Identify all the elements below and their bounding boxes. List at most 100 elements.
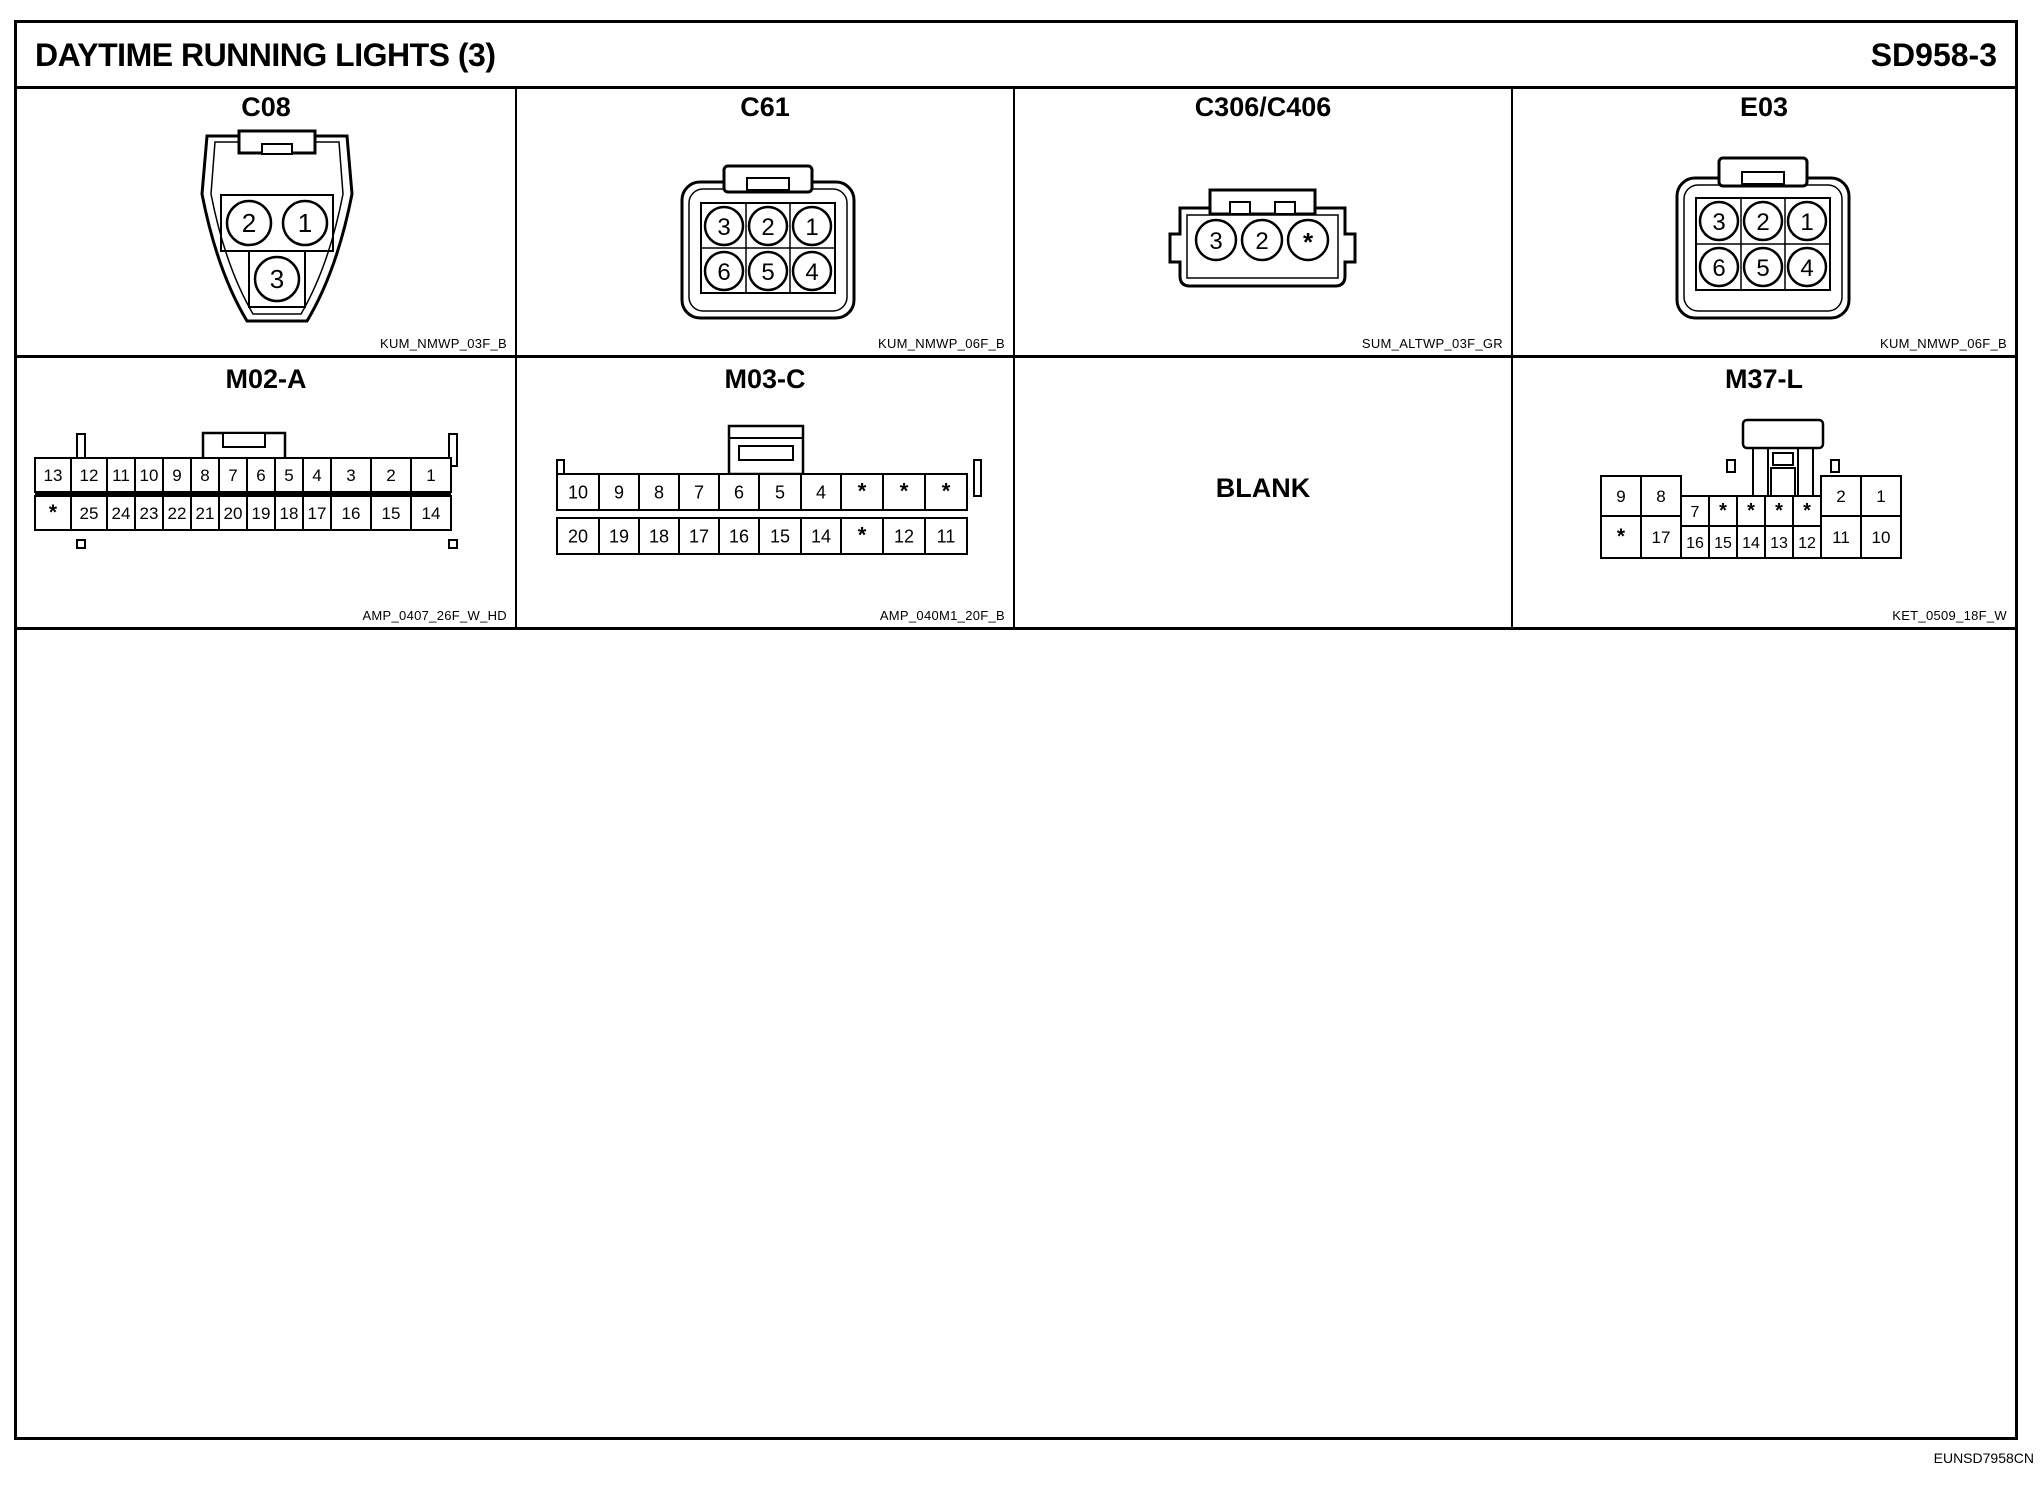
connector-c08-face: 2 1 3 [200, 129, 354, 323]
pin-cell [134, 457, 164, 493]
c08-latch-notch [261, 143, 293, 155]
pin-label: 11 [1832, 528, 1850, 547]
pin-label: 6 [256, 466, 265, 485]
pin-label: 9 [1616, 487, 1625, 506]
pin-cell [1708, 525, 1738, 559]
c61-pin-5 [747, 250, 789, 292]
pin-label: * [1803, 500, 1811, 522]
c61-pin-4 [791, 250, 833, 292]
pin-cell [34, 495, 72, 531]
pin-label: 1 [298, 208, 312, 238]
pin-label: 4 [805, 259, 818, 286]
part-number: KUM_NMWP_03F_B [379, 336, 507, 351]
pin-label: 6 [734, 482, 744, 502]
pin-label: 4 [1800, 255, 1813, 282]
pin-label: 2 [1836, 487, 1845, 506]
pin-cell [162, 457, 192, 493]
pin-label: 23 [140, 504, 159, 523]
pin-label: 8 [654, 482, 664, 502]
pin-label: 1 [1800, 209, 1813, 236]
connector-c61-face: 3 2 1 6 5 4 [680, 164, 856, 320]
e03-pin-5 [1742, 246, 1784, 288]
e03-pin-1 [1786, 200, 1828, 242]
pin-label: 2 [1756, 209, 1769, 236]
pin-cell [598, 517, 640, 555]
pin-cell [330, 457, 372, 493]
pin-label: 13 [1770, 535, 1788, 552]
pin-label: 16 [342, 504, 361, 523]
c306-pin-2 [1240, 218, 1284, 262]
connector-cell-c08: C08 2 1 3 KUM_NMWP_03F_B [17, 86, 517, 358]
pin-label: 10 [140, 466, 159, 485]
pin-label: * [49, 501, 58, 524]
pin-label: 18 [649, 526, 669, 546]
pin-label: 8 [1656, 487, 1665, 506]
pin-cell [410, 457, 452, 493]
pin-label: 4 [816, 482, 826, 502]
pin-label: * [1617, 525, 1626, 548]
pin-label: 18 [280, 504, 299, 523]
m02-latch-notch [222, 432, 266, 448]
c61-pin-3 [703, 205, 745, 247]
e03-pin-4 [1786, 246, 1828, 288]
pin-label: * [1775, 500, 1783, 522]
pin-label: 21 [196, 504, 215, 523]
pin-cell [302, 495, 332, 531]
c08-housing-inner [210, 141, 344, 315]
connector-name: C08 [241, 92, 291, 122]
pin-label: * [858, 478, 867, 503]
pin-label: 5 [775, 482, 785, 502]
pin-cell [758, 517, 802, 555]
part-number: AMP_0407_26F_W_HD [362, 608, 507, 623]
pin-cell [598, 473, 640, 511]
c61-pin-2 [747, 205, 789, 247]
pin-label: 5 [284, 466, 293, 485]
pin-cell [246, 457, 276, 493]
pin-label: * [1303, 227, 1314, 257]
diagram-sheet: DAYTIME RUNNING LIGHTS (3) SD958-3 C08 2… [14, 20, 2018, 1440]
pin-label: 17 [689, 526, 709, 546]
c61-pin-1 [791, 205, 833, 247]
pin-label: 9 [614, 482, 624, 502]
pin-label: 11 [112, 466, 130, 485]
pin-label: 17 [1652, 528, 1671, 547]
pin-label: 17 [308, 504, 327, 523]
connector-cell-c61: C61 3 2 1 6 5 4 KUM_NMWP_06F_B [517, 86, 1015, 358]
m37-post-right [1830, 459, 1840, 473]
pin-label: 3 [270, 264, 284, 294]
pin-cell [70, 457, 108, 493]
pin-cell [556, 517, 600, 555]
pin-cell [924, 473, 968, 511]
pin-label: * [858, 522, 867, 547]
pin-label: 7 [694, 482, 704, 502]
pin-label: 1 [1876, 487, 1885, 506]
connector-e03-face: 3 2 1 6 5 4 [1675, 156, 1851, 320]
e03-pin-3 [1698, 200, 1740, 242]
part-number: SUM_ALTWP_03F_GR [1361, 336, 1503, 351]
m37-center-slot [1770, 467, 1796, 499]
c306-latch [1208, 188, 1317, 216]
m02-side-foot-left [76, 539, 86, 549]
pin-cell [638, 473, 680, 511]
m02-side-foot-right [448, 539, 458, 549]
pin-label: 2 [1255, 228, 1268, 255]
c08-pin-frame-bottom [248, 250, 306, 308]
pin-label: 25 [80, 504, 99, 523]
c08-pin-2 [225, 199, 273, 247]
pin-label: 12 [80, 466, 99, 485]
connector-name: M37-L [1724, 364, 1803, 394]
pin-label: 19 [609, 526, 629, 546]
pin-label: 24 [112, 504, 131, 523]
pin-label: 12 [894, 526, 914, 546]
c08-pin-3 [253, 255, 301, 303]
m02-side-post-right [448, 433, 458, 467]
pin-label: * [900, 478, 909, 503]
blank-cell: BLANK [1015, 358, 1513, 630]
